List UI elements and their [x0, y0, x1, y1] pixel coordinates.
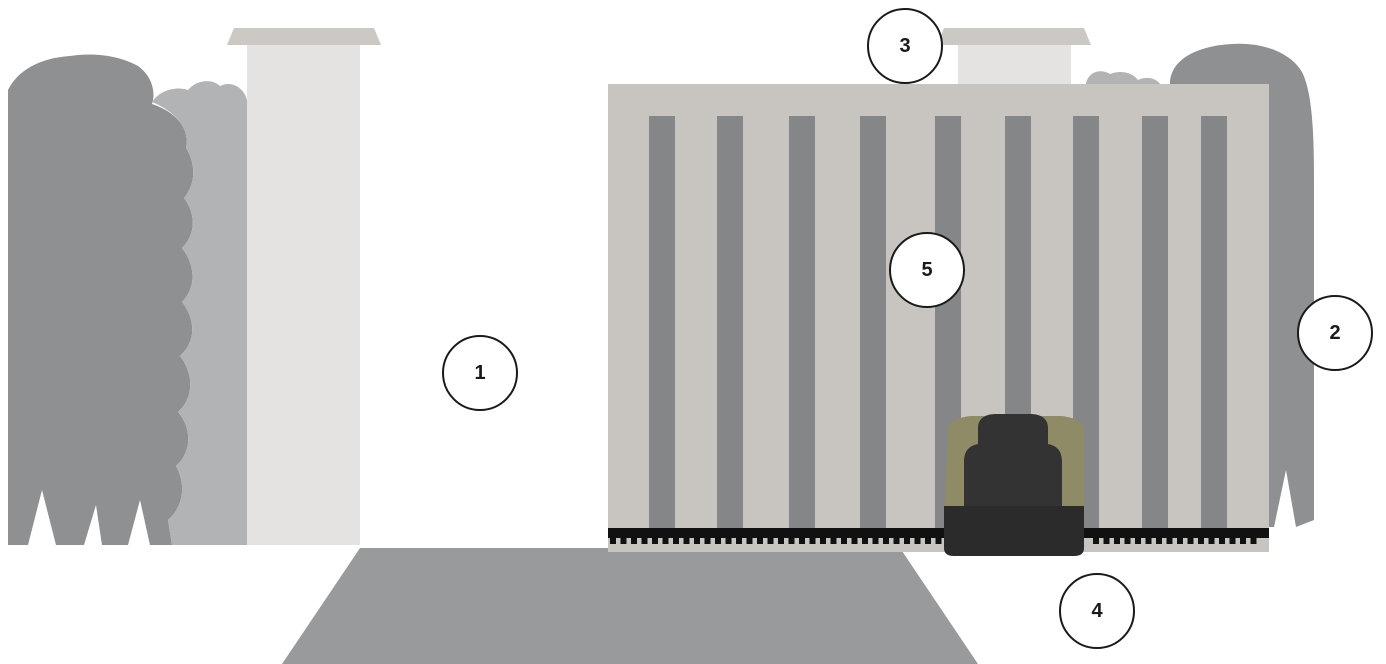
- right-pillar-icon: [937, 28, 1091, 85]
- gate-bar: [860, 116, 886, 528]
- gear-rack-tooth: [914, 537, 921, 544]
- gear-rack-tooth: [736, 537, 742, 544]
- motor-core: [964, 414, 1062, 506]
- gear-rack-tooth: [788, 537, 795, 544]
- gear-rack-tooth: [662, 537, 669, 544]
- gear-rack-tooth: [704, 537, 711, 544]
- gear-rack-tooth: [1124, 537, 1131, 544]
- gear-rack-tooth: [1093, 537, 1099, 544]
- gear-rack-tooth: [652, 537, 658, 544]
- gear-rack: [608, 528, 1269, 544]
- marker-1[interactable]: 1: [442, 335, 518, 411]
- marker-3[interactable]: 3: [867, 8, 943, 84]
- gear-rack-tooth: [767, 537, 774, 544]
- gear-rack-tooth: [631, 537, 637, 544]
- sliding-gate-icon: [608, 84, 1269, 552]
- gate-bar: [1201, 116, 1227, 528]
- gear-rack-tooth: [1208, 537, 1215, 544]
- left-pillar-cap: [227, 28, 381, 45]
- gear-rack-tooth: [830, 537, 837, 544]
- gear-rack-tooth: [1103, 537, 1110, 544]
- driveway-icon: [282, 548, 978, 664]
- left-hedge-dark: [8, 54, 194, 545]
- gear-rack-tooth: [610, 537, 616, 544]
- marker-2-label: 2: [1329, 322, 1341, 344]
- marker-4[interactable]: 4: [1059, 573, 1135, 649]
- gate-bar: [717, 116, 743, 528]
- gear-rack-tooth: [809, 537, 816, 544]
- marker-3-label: 3: [899, 35, 911, 57]
- gate-bar: [649, 116, 675, 528]
- gear-rack-bar: [608, 528, 1269, 538]
- gear-rack-tooth: [799, 537, 805, 544]
- gear-rack-tooth: [841, 537, 847, 544]
- marker-4-label: 4: [1091, 600, 1103, 622]
- gear-rack-tooth: [641, 537, 648, 544]
- gear-rack-tooth: [1219, 537, 1225, 544]
- right-pillar-cap: [937, 28, 1091, 45]
- gear-rack-tooth: [904, 537, 910, 544]
- gear-rack-tooth: [746, 537, 753, 544]
- marker-5[interactable]: 5: [889, 232, 965, 308]
- gear-rack-tooth: [694, 537, 700, 544]
- gate-bar: [1142, 116, 1168, 528]
- gate-motor-icon: [944, 414, 1084, 556]
- gear-rack-tooth: [683, 537, 690, 544]
- left-pillar-icon: [227, 28, 381, 545]
- gear-rack-tooth: [925, 537, 931, 544]
- right-pillar-shaft: [958, 45, 1071, 85]
- gear-rack-tooth: [872, 537, 879, 544]
- gear-rack-tooth: [715, 537, 721, 544]
- gear-rack-tooth: [820, 537, 826, 544]
- right-hedge: [1170, 43, 1314, 527]
- marker-5-label: 5: [921, 259, 933, 281]
- gear-rack-tooth: [757, 537, 763, 544]
- gear-rack-tooth: [1250, 537, 1257, 544]
- gear-rack-tooth: [778, 537, 784, 544]
- left-pillar-shaft: [247, 45, 360, 545]
- marker-1-label: 1: [474, 362, 486, 384]
- left-hedge-icon: [8, 54, 247, 545]
- gear-rack-tooth: [1240, 537, 1246, 544]
- gear-rack-tooth: [1229, 537, 1236, 544]
- gear-rack-tooth: [725, 537, 732, 544]
- gear-rack-tooth: [673, 537, 679, 544]
- motor-base: [944, 506, 1084, 556]
- gear-rack-tooth: [883, 537, 889, 544]
- gear-rack-tooth: [851, 537, 858, 544]
- gear-rack-tooth: [1135, 537, 1141, 544]
- marker-2[interactable]: 2: [1297, 295, 1373, 371]
- right-hedge-tuft: [1086, 71, 1160, 84]
- gear-rack-tooth: [1198, 537, 1204, 544]
- gear-rack-tooth: [893, 537, 900, 544]
- gate-bar: [789, 116, 815, 528]
- gear-rack-tooth: [1177, 537, 1183, 544]
- gear-rack-tooth: [862, 537, 868, 544]
- gear-rack-tooth: [620, 537, 627, 544]
- gear-rack-tooth: [935, 537, 942, 544]
- gear-rack-tooth: [1114, 537, 1120, 544]
- right-hedge-icon: [1086, 43, 1314, 527]
- gear-rack-tooth: [1145, 537, 1152, 544]
- gear-rack-tooth: [1156, 537, 1162, 544]
- gear-rack-tooth: [1166, 537, 1173, 544]
- gear-rack-tooth: [1187, 537, 1194, 544]
- left-hedge-light: [152, 81, 247, 545]
